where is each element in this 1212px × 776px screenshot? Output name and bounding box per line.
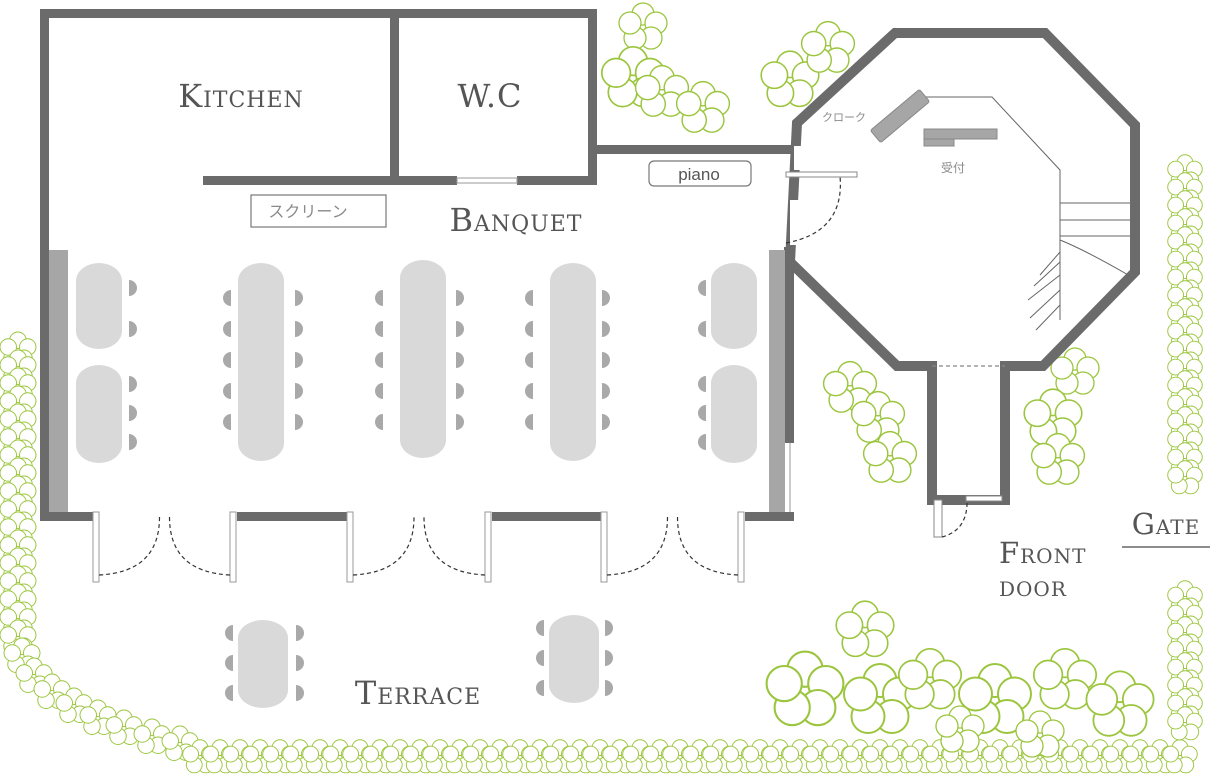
chair xyxy=(225,685,233,701)
screen-fixture: スクリーン xyxy=(250,194,387,228)
chair xyxy=(602,352,610,368)
piano-label: piano xyxy=(678,165,720,184)
banquet-long-table xyxy=(400,260,446,458)
chair xyxy=(223,414,231,430)
chair xyxy=(223,352,231,368)
terrace-label: Terrace xyxy=(355,674,481,712)
chair xyxy=(295,383,303,399)
chair xyxy=(129,376,137,392)
chair xyxy=(129,280,137,296)
banquet-label: Banquet xyxy=(450,201,583,239)
chair xyxy=(536,680,544,696)
wc-sliding-door xyxy=(456,177,518,184)
kitchen-label: Kitchen xyxy=(178,77,304,115)
chair xyxy=(525,383,533,399)
chair xyxy=(698,321,706,337)
cloak-counter xyxy=(870,89,930,143)
terrace-table xyxy=(238,620,288,708)
chair xyxy=(223,383,231,399)
inner-partitions xyxy=(49,250,785,512)
shrub xyxy=(800,20,856,73)
chair xyxy=(375,290,383,306)
entrance-door-swing xyxy=(785,175,841,244)
gate-label: Gate xyxy=(1132,507,1200,541)
shrub xyxy=(1162,739,1198,774)
chair xyxy=(525,290,533,306)
shrub xyxy=(765,650,845,727)
chair xyxy=(456,414,464,430)
chair xyxy=(295,290,303,306)
chair xyxy=(375,321,383,337)
chair xyxy=(536,620,544,636)
chair xyxy=(525,352,533,368)
chair xyxy=(296,655,304,671)
reception-desk xyxy=(923,128,998,147)
chair xyxy=(129,321,137,337)
banquet-long-table xyxy=(550,263,596,461)
chair xyxy=(223,321,231,337)
chair xyxy=(698,434,706,450)
staircase xyxy=(920,96,1131,331)
chair xyxy=(456,321,464,337)
chair xyxy=(129,405,137,421)
chair xyxy=(375,352,383,368)
chair xyxy=(295,321,303,337)
banquet-table xyxy=(711,263,757,349)
chair xyxy=(602,321,610,337)
chair xyxy=(698,376,706,392)
entrance-hall xyxy=(784,28,1140,505)
banquet-table xyxy=(711,365,757,463)
chair xyxy=(525,414,533,430)
chair xyxy=(223,290,231,306)
shrub xyxy=(897,647,963,710)
banquet-long-table xyxy=(238,263,284,461)
chair xyxy=(375,414,383,430)
cloak-label: クローク xyxy=(822,111,866,124)
chair xyxy=(456,290,464,306)
chair xyxy=(296,625,304,641)
terrace-doors xyxy=(92,511,745,583)
chair xyxy=(698,405,706,421)
chair xyxy=(605,620,613,636)
chair xyxy=(602,290,610,306)
banquet-table xyxy=(76,365,122,463)
chair xyxy=(295,352,303,368)
chair xyxy=(602,414,610,430)
chair xyxy=(225,625,233,641)
banquet-table xyxy=(76,263,122,349)
furniture xyxy=(76,260,757,708)
chair xyxy=(129,434,137,450)
front-door xyxy=(933,495,1003,538)
chair xyxy=(295,414,303,430)
front-door-label-line2: door xyxy=(999,569,1067,603)
chair xyxy=(698,280,706,296)
shrub xyxy=(835,600,895,658)
shrub xyxy=(618,2,668,50)
wc-label: W.C xyxy=(458,77,523,115)
chair xyxy=(605,650,613,666)
entrance-door-leaf xyxy=(785,171,858,178)
chair xyxy=(605,680,613,696)
chair xyxy=(456,383,464,399)
piano-fixture: piano xyxy=(648,160,752,187)
chair xyxy=(456,352,464,368)
banquet-walls xyxy=(40,9,807,521)
reception-label: 受付 xyxy=(941,161,965,175)
screen-label: スクリーン xyxy=(268,202,347,221)
chair xyxy=(602,383,610,399)
chair xyxy=(525,321,533,337)
chair xyxy=(536,650,544,666)
chair xyxy=(225,655,233,671)
chair xyxy=(296,685,304,701)
front-door-label-line1: Front xyxy=(999,536,1086,570)
chair xyxy=(375,383,383,399)
terrace-table xyxy=(549,615,599,703)
shrub xyxy=(1085,670,1155,737)
